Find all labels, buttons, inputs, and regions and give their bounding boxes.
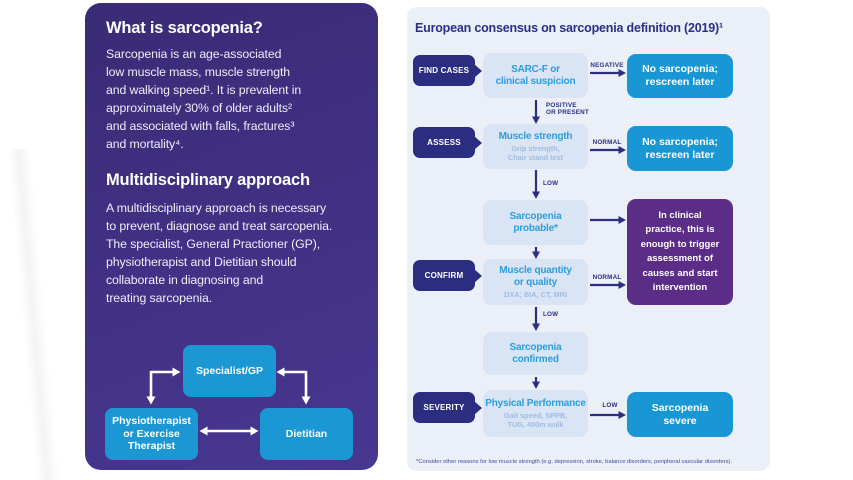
clinical-practice-note-text: In clinical practice, this is enough to … (640, 209, 720, 294)
step-sarc-f-title: SARC-F or clinical suspicion (495, 64, 576, 87)
step-muscle-strength-title: Muscle strength (498, 130, 573, 142)
step-muscle-quantity-title: Muscle quantity or quality (499, 265, 572, 288)
outcome-no-sarcopenia-2-text: No sarcopenia; rescreen later (642, 135, 718, 161)
step-sarcopenia-probable-title: Sarcopenia probable* (509, 211, 562, 234)
stage-label-find-cases: FIND CASES (413, 55, 482, 86)
step-muscle-strength-sub: Grip strength, Chair stand test (507, 144, 564, 163)
outcome-sarcopenia-severe: Sarcopenia severe (627, 392, 733, 437)
multidisciplinary-approach-heading: Multidisciplinary approach (106, 171, 310, 189)
severity-text: SEVERITY (423, 403, 465, 412)
what-is-sarcopenia-heading: What is sarcopenia? (106, 19, 263, 37)
stage-label-severity: SEVERITY (413, 392, 482, 423)
step-sarc-f: SARC-F or clinical suspicion (483, 53, 588, 98)
left-panel: What is sarcopenia? Sarcopenia is an age… (85, 3, 378, 470)
step-physical-performance-title: Physical Performance (485, 397, 586, 409)
flowchart-panel: European consensus on sarcopenia definit… (407, 7, 770, 471)
stage-label-confirm: CONFIRM (413, 260, 482, 291)
step-sarcopenia-confirmed-title: Sarcopenia confirmed (509, 342, 562, 365)
step-sarcopenia-confirmed: Sarcopenia confirmed (483, 332, 588, 375)
step-physical-performance: Physical Performance Gait speed, SPPB, T… (483, 390, 588, 437)
stage-label-assess: ASSESS (413, 127, 482, 158)
connector-label-normal-2: NORMAL (592, 274, 622, 281)
specialist-gp-label: Specialist/GP (195, 364, 264, 377)
dietitian-label: Dietitian (285, 427, 328, 440)
outcome-no-sarcopenia-2: No sarcopenia; rescreen later (627, 126, 733, 171)
page-curl-decoration (0, 147, 98, 480)
find-cases-text: FIND CASES (418, 66, 470, 75)
physiotherapist-box: Physiotherapist or Exercise Therapist (105, 408, 198, 460)
sarcopenia-definition-text: Sarcopenia is an age-associated low musc… (106, 47, 302, 151)
outcome-no-sarcopenia-1-text: No sarcopenia; rescreen later (642, 63, 718, 88)
flowchart-title: European consensus on sarcopenia definit… (415, 21, 723, 35)
step-muscle-quantity-sub: DXA; BIA, CT, MRI (504, 290, 567, 299)
outcome-no-sarcopenia-1: No sarcopenia; rescreen later (627, 54, 733, 98)
clinical-practice-note: In clinical practice, this is enough to … (627, 199, 733, 305)
multidisciplinary-approach-text: A multidisciplinary approach is necessar… (106, 201, 333, 305)
connector-label-low-2: LOW (543, 311, 559, 318)
connector-label-low-1: LOW (543, 180, 559, 187)
specialist-gp-box: Specialist/GP (183, 345, 276, 397)
flowchart-footnote: *Consider other reasons for low muscle s… (416, 459, 733, 465)
step-muscle-quantity: Muscle quantity or quality DXA; BIA, CT,… (483, 259, 588, 305)
step-muscle-strength: Muscle strength Grip strength, Chair sta… (483, 124, 588, 169)
connector-label-negative: NEGATIVE (590, 62, 624, 69)
connector-label-positive-or-present: POSITIVE OR PRESENT (546, 102, 589, 116)
step-physical-performance-sub: Gait speed, SPPB, TUG, 400m walk (503, 411, 568, 430)
outcome-sarcopenia-severe-text: Sarcopenia severe (651, 401, 709, 427)
step-sarcopenia-probable: Sarcopenia probable* (483, 200, 588, 245)
connector-label-low-3: LOW (602, 402, 618, 409)
dietitian-box: Dietitian (260, 408, 353, 460)
physiotherapist-label: Physiotherapist or Exercise Therapist (112, 415, 191, 453)
confirm-text: CONFIRM (424, 271, 464, 280)
assess-text: ASSESS (427, 138, 461, 147)
connector-label-normal-1: NORMAL (592, 139, 622, 146)
